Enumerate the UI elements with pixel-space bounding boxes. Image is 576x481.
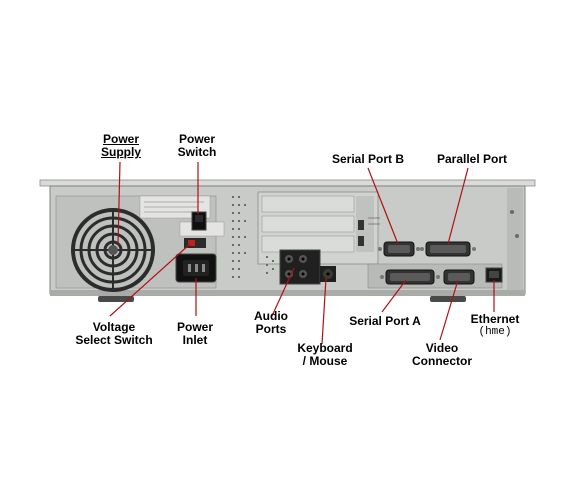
chassis-foot-right [430, 296, 466, 302]
keyboard-mouse-port[interactable] [320, 266, 336, 282]
serial-port-b[interactable] [378, 242, 420, 256]
label-ethernet: Ethernet (hme) [464, 313, 526, 339]
audio-ports[interactable] [280, 250, 320, 284]
parallel-port[interactable] [420, 242, 476, 256]
chassis-screw [515, 234, 519, 238]
label-serial-port-b: Serial Port B [326, 153, 410, 166]
ethernet-port[interactable] [486, 268, 502, 282]
label-keyboard-mouse: Keyboard / Mouse [290, 342, 360, 368]
label-power-inlet: Power Inlet [170, 321, 220, 347]
fan-hub [108, 245, 118, 255]
label-parallel-port: Parallel Port [430, 153, 514, 166]
label-voltage-select-switch: Voltage Select Switch [66, 321, 162, 347]
slot-cover [262, 216, 354, 232]
video-connector[interactable] [444, 270, 474, 284]
serial-port-a[interactable] [380, 270, 440, 284]
label-audio-ports: Audio Ports [246, 310, 296, 336]
label-power-supply: Power Supply [96, 133, 146, 159]
chassis-top-lip [40, 180, 535, 186]
label-power-switch: Power Switch [172, 133, 222, 159]
label-video-connector: Video Connector [404, 342, 480, 368]
power-switch[interactable] [192, 212, 206, 230]
chassis-right-side [507, 188, 523, 290]
slot-cover [262, 196, 354, 212]
label-serial-port-a: Serial Port A [342, 315, 428, 328]
chassis-screw [510, 210, 514, 214]
power-inlet[interactable] [176, 254, 216, 282]
